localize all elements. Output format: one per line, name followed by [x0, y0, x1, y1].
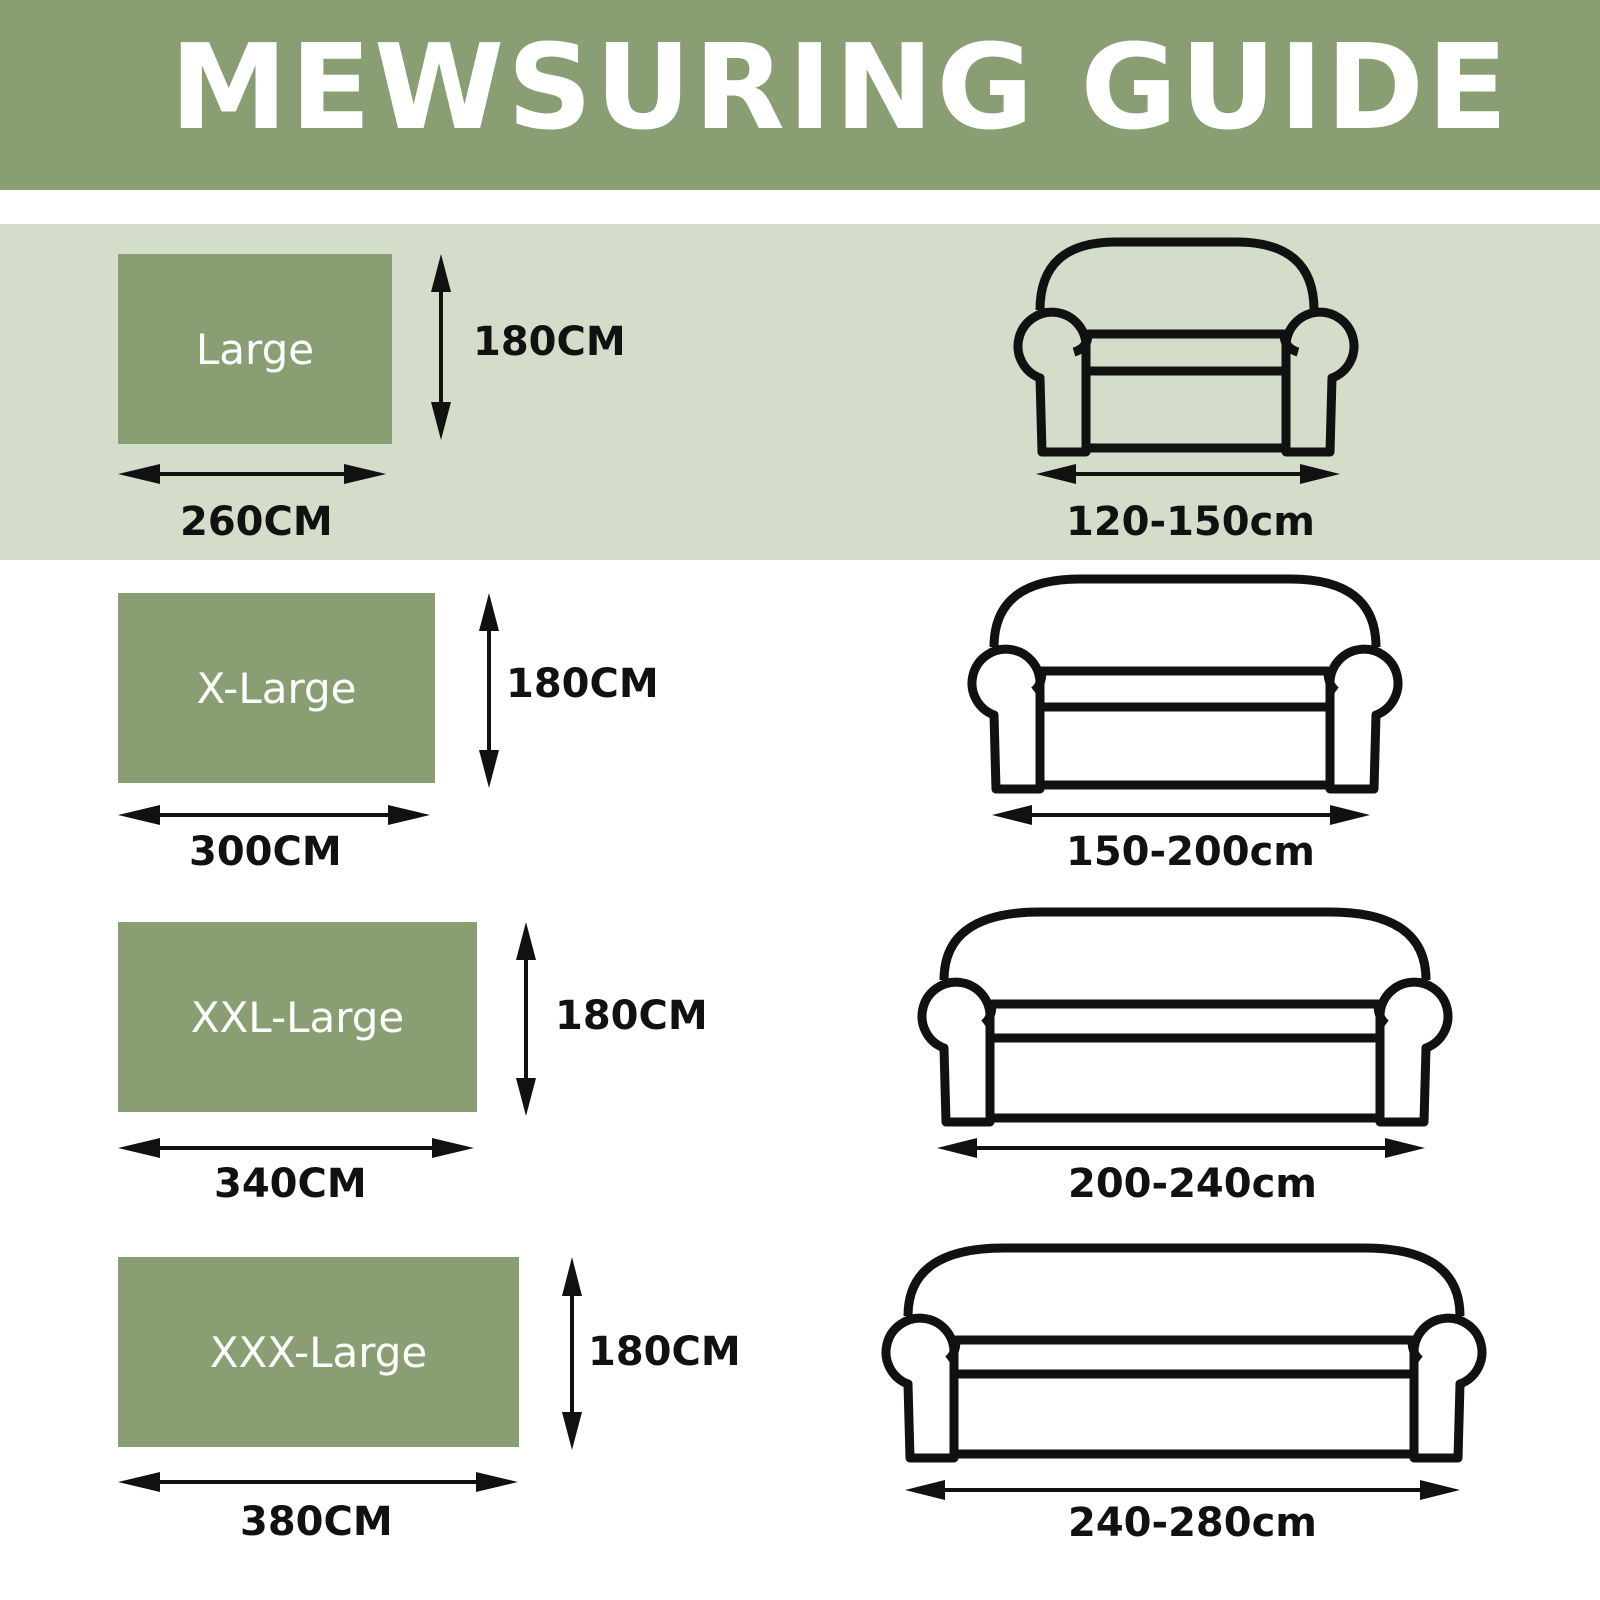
sofa-icon: [917, 907, 1453, 1127]
size-box-x-large: X-Large: [118, 593, 435, 783]
height-value: 180CM: [555, 993, 708, 1039]
height-value: 180CM: [506, 661, 659, 707]
size-box-xxl-large: XXL-Large: [118, 922, 477, 1112]
sofa-icon: [881, 1243, 1487, 1463]
sofa-range: 120-150cm: [1066, 499, 1315, 545]
height-value: 180CM: [588, 1329, 741, 1375]
width-value: 380CM: [240, 1499, 393, 1545]
page-title: MEWSURING GUIDE: [170, 18, 1511, 156]
size-box-large: Large: [118, 254, 392, 444]
width-value: 300CM: [189, 829, 342, 875]
sofa-range: 150-200cm: [1066, 829, 1315, 875]
header-banner: MEWSURING GUIDE: [0, 0, 1600, 190]
size-label: Large: [195, 324, 315, 374]
sofa-range: 200-240cm: [1068, 1161, 1317, 1207]
sofa-icon: [967, 574, 1403, 794]
size-label: XXL-Large: [190, 992, 405, 1042]
size-label: XXX-Large: [209, 1327, 428, 1377]
sofa-range: 240-280cm: [1068, 1500, 1317, 1546]
height-value: 180CM: [473, 319, 626, 365]
size-label: X-Large: [196, 663, 357, 713]
size-box-xxx-large: XXX-Large: [118, 1257, 519, 1447]
width-value: 340CM: [214, 1161, 367, 1207]
width-value: 260CM: [180, 499, 333, 545]
sofa-icon: [1013, 237, 1359, 457]
